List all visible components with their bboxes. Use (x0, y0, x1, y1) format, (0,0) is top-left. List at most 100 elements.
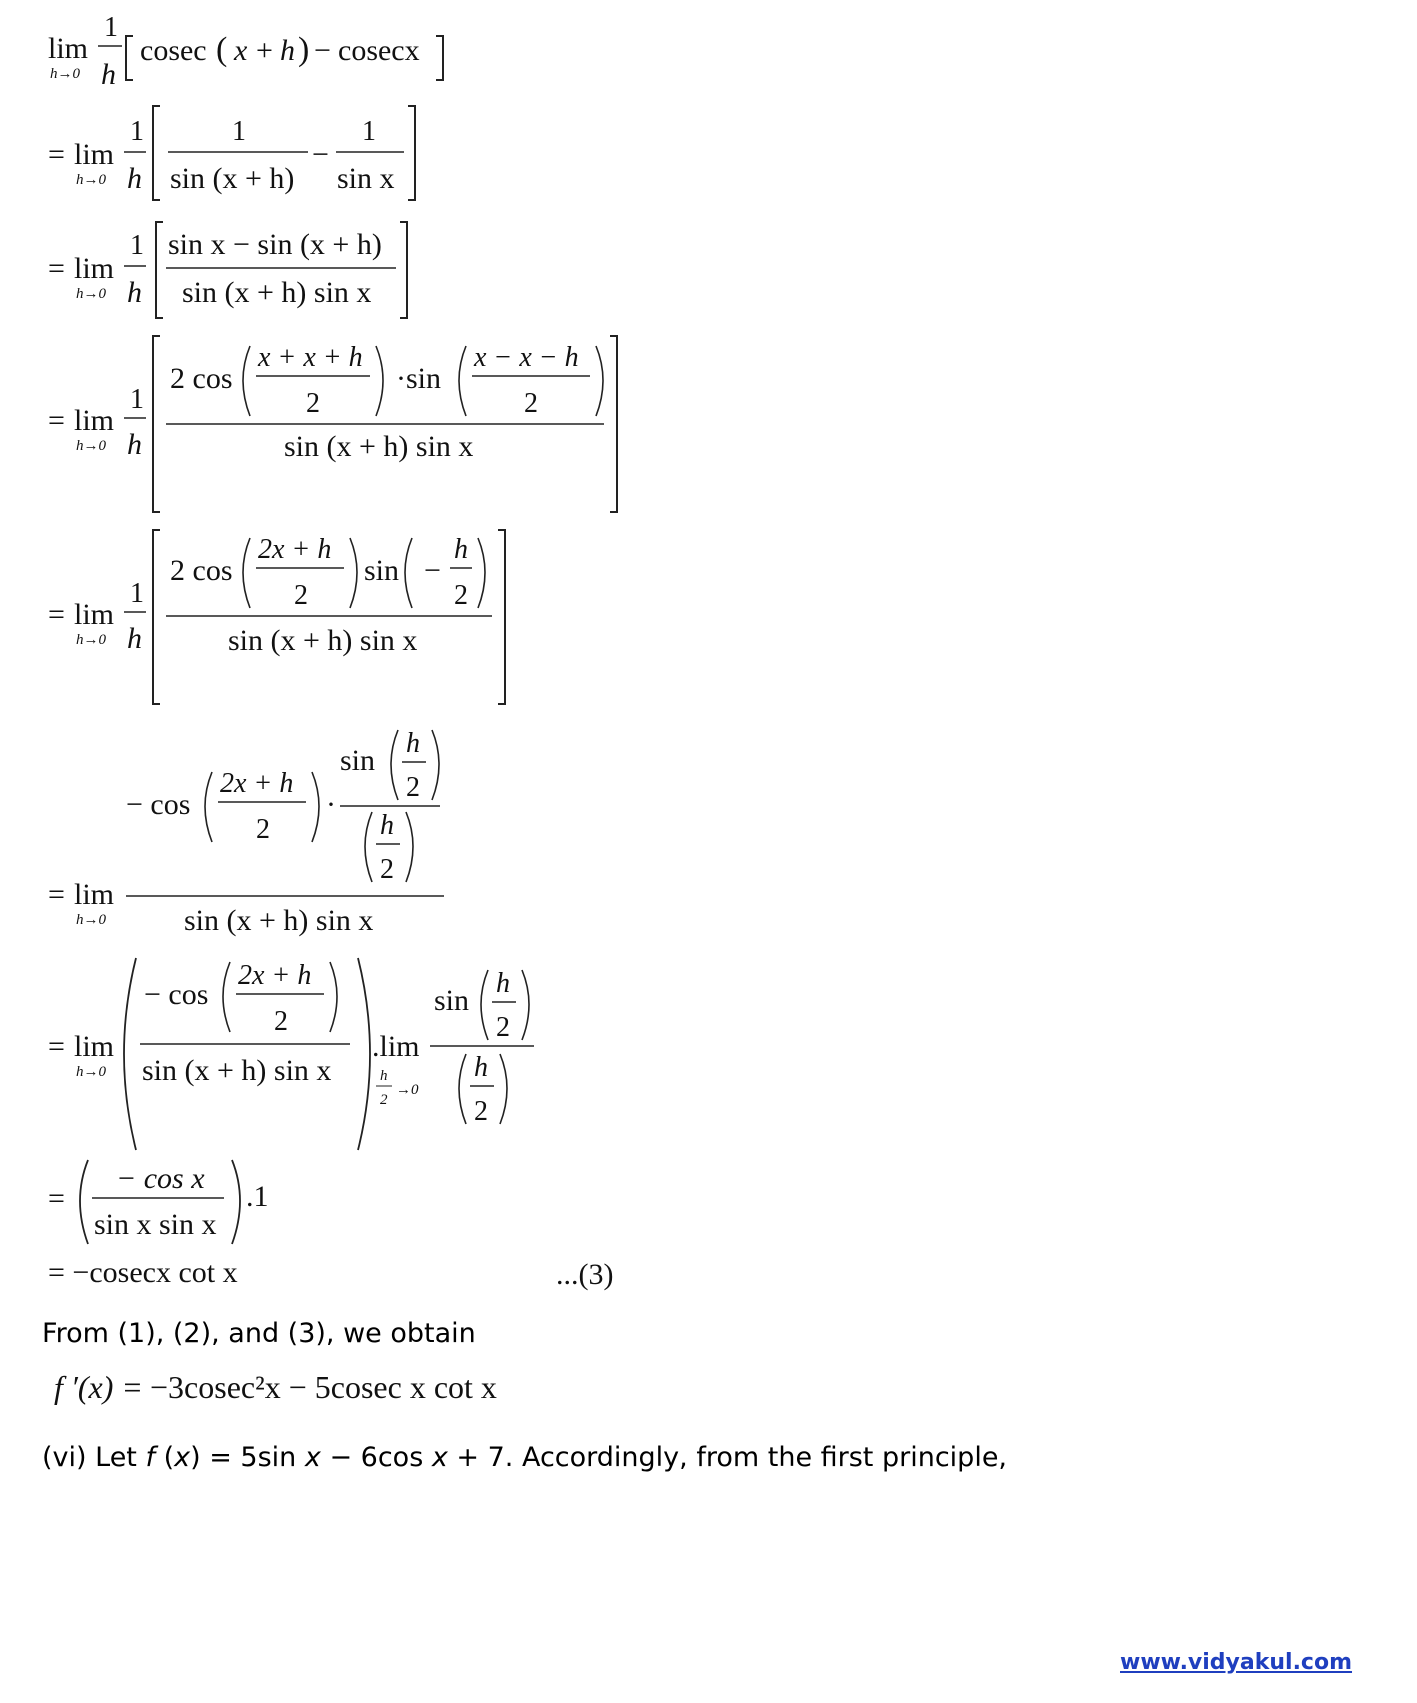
equals-sign: = (48, 252, 65, 285)
svg-text:→0: →0 (396, 1082, 419, 1098)
step-9: = −cosecx cot x ...(3) (48, 1256, 613, 1291)
site-link[interactable]: www.vidyakul.com (1120, 1650, 1353, 1675)
equals-sign: = (48, 404, 65, 437)
dot-operator: · (396, 362, 406, 395)
final-derivative: f ′(x) = −3cosec²x − 5cosec x cot x (54, 1369, 497, 1405)
lim-subscript: h→0 (76, 632, 107, 648)
neg-cos-term: − cos (144, 978, 208, 1011)
lim-label: .lim (372, 1030, 420, 1063)
step-4: = lim h→0 1 h 2 cos x + x + h 2 · sin x … (48, 335, 618, 513)
fraction-numerator: x − x − h (473, 342, 579, 373)
step-2: = lim h→0 1 h 1 sin (x + h) − 1 sin x (48, 105, 416, 201)
step-5: = lim h→0 1 h 2 cos 2x + h 2 sin − h 2 s… (48, 529, 506, 705)
fraction-denominator: sin (x + h) sin x (182, 276, 371, 309)
lim-label: lim (74, 404, 114, 437)
fraction-numerator: 2x + h (258, 534, 331, 565)
fraction-numerator: h (454, 534, 468, 565)
lim-subscript: h→0 (76, 438, 107, 454)
fraction-numerator: 1 (130, 230, 144, 261)
two-cos-term: 2 cos (170, 362, 233, 395)
cosec-term: cosec (140, 34, 207, 67)
fraction-numerator: sin x − sin (x + h) (168, 228, 382, 261)
fraction-numerator: 1 (130, 578, 144, 609)
fprime-rhs: −3cosec²x − 5cosec x cot x (150, 1369, 497, 1405)
result-expression: = −cosecx cot x (48, 1256, 238, 1289)
lim-label: lim (74, 878, 114, 911)
svg-text:(: ( (216, 31, 227, 68)
fraction-denominator: 2 (274, 1006, 288, 1037)
lim-subscript: h→0 (76, 286, 107, 302)
step-1: lim h→0 1 h cosec ( x + h ) − cosecx (48, 12, 444, 91)
equals-sign: = (48, 1182, 65, 1215)
fprime-lhs: f ′(x) = (54, 1369, 143, 1405)
lim-subscript: h→0 (76, 172, 107, 188)
cosecx-term: cosecx (338, 34, 420, 67)
fraction-denominator: h (101, 58, 116, 91)
fraction-numerator: 1 (130, 116, 144, 147)
lim-label: lim (74, 138, 114, 171)
fraction-denominator: 2 (496, 1012, 510, 1043)
fraction-denominator: 2 (306, 388, 320, 419)
fraction-denominator: sin (x + h) sin x (284, 430, 473, 463)
fraction-denominator: 2 (474, 1096, 488, 1127)
lim-label: lim (74, 1030, 114, 1063)
from-statement: From (1), (2), and (3), we obtain (42, 1318, 476, 1349)
fraction-numerator: − cos x (116, 1162, 205, 1195)
minus-sign: − (424, 554, 441, 587)
step-7: = lim h→0 − cos 2x + h 2 sin (x + h) sin… (48, 957, 534, 1151)
lim-subscript: h→0 (50, 66, 81, 82)
lim-label: lim (74, 598, 114, 631)
svg-text:): ) (298, 31, 309, 68)
fraction-numerator: 1 (362, 116, 376, 147)
fraction-numerator: 1 (130, 384, 144, 415)
fraction-numerator: 1 (232, 116, 246, 147)
fraction-denominator: h (127, 162, 142, 195)
fraction-numerator: h (496, 968, 510, 999)
lim-subscript: 2 (380, 1092, 388, 1108)
sin-term: sin (340, 744, 375, 777)
sin-term: sin (406, 362, 441, 395)
fraction-denominator: 2 (524, 388, 538, 419)
fraction-numerator: h (406, 728, 420, 759)
times-one: .1 (246, 1180, 269, 1213)
fraction-numerator: 2x + h (220, 768, 293, 799)
step-8: = − cos x sin x sin x .1 (48, 1159, 269, 1245)
fraction-denominator: sin (x + h) (170, 162, 294, 195)
minus-sign: − (314, 34, 331, 67)
two-cos-term: 2 cos (170, 554, 233, 587)
sin-term: sin (434, 984, 469, 1017)
fraction-denominator: sin (x + h) sin x (184, 904, 373, 937)
fraction-denominator: sin x sin x (94, 1208, 217, 1241)
fraction-denominator: 2 (454, 580, 468, 611)
fraction-denominator: h (127, 622, 142, 655)
sin-term: sin (364, 554, 399, 587)
equals-sign: = (48, 1030, 65, 1063)
fraction-denominator: 2 (406, 772, 420, 803)
fraction-denominator: 2 (380, 854, 394, 885)
fraction-numerator: 2x + h (238, 960, 311, 991)
lim-subscript: h→0 (76, 1064, 107, 1080)
fraction-denominator: sin x (337, 162, 395, 195)
lim-subscript: h→0 (76, 912, 107, 928)
fraction-denominator: 2 (294, 580, 308, 611)
equals-sign: = (48, 138, 65, 171)
fraction-numerator: x + x + h (257, 342, 363, 373)
fraction-denominator: sin (x + h) sin x (228, 624, 417, 657)
fraction-numerator: h (380, 810, 394, 841)
lim-subscript: h (380, 1068, 388, 1084)
lim-label: lim (48, 32, 88, 65)
step-6: = lim h→0 − cos 2x + h 2 · sin h 2 h 2 s… (48, 728, 444, 937)
minus-sign: − (312, 138, 329, 171)
equals-sign: = (48, 598, 65, 631)
part-vi-statement: (vi) Let f (x) = 5sin x − 6cos x + 7. Ac… (42, 1442, 1008, 1473)
fraction-denominator: 2 (256, 814, 270, 845)
variable-x: x (233, 34, 248, 67)
fraction-numerator: h (474, 1052, 488, 1083)
neg-cos-term: − cos (126, 788, 190, 821)
plus-sign: + (256, 34, 273, 67)
lim-label: lim (74, 252, 114, 285)
fraction-numerator: 1 (104, 12, 118, 43)
dot-operator: · (326, 788, 336, 821)
variable-h: h (280, 34, 295, 67)
